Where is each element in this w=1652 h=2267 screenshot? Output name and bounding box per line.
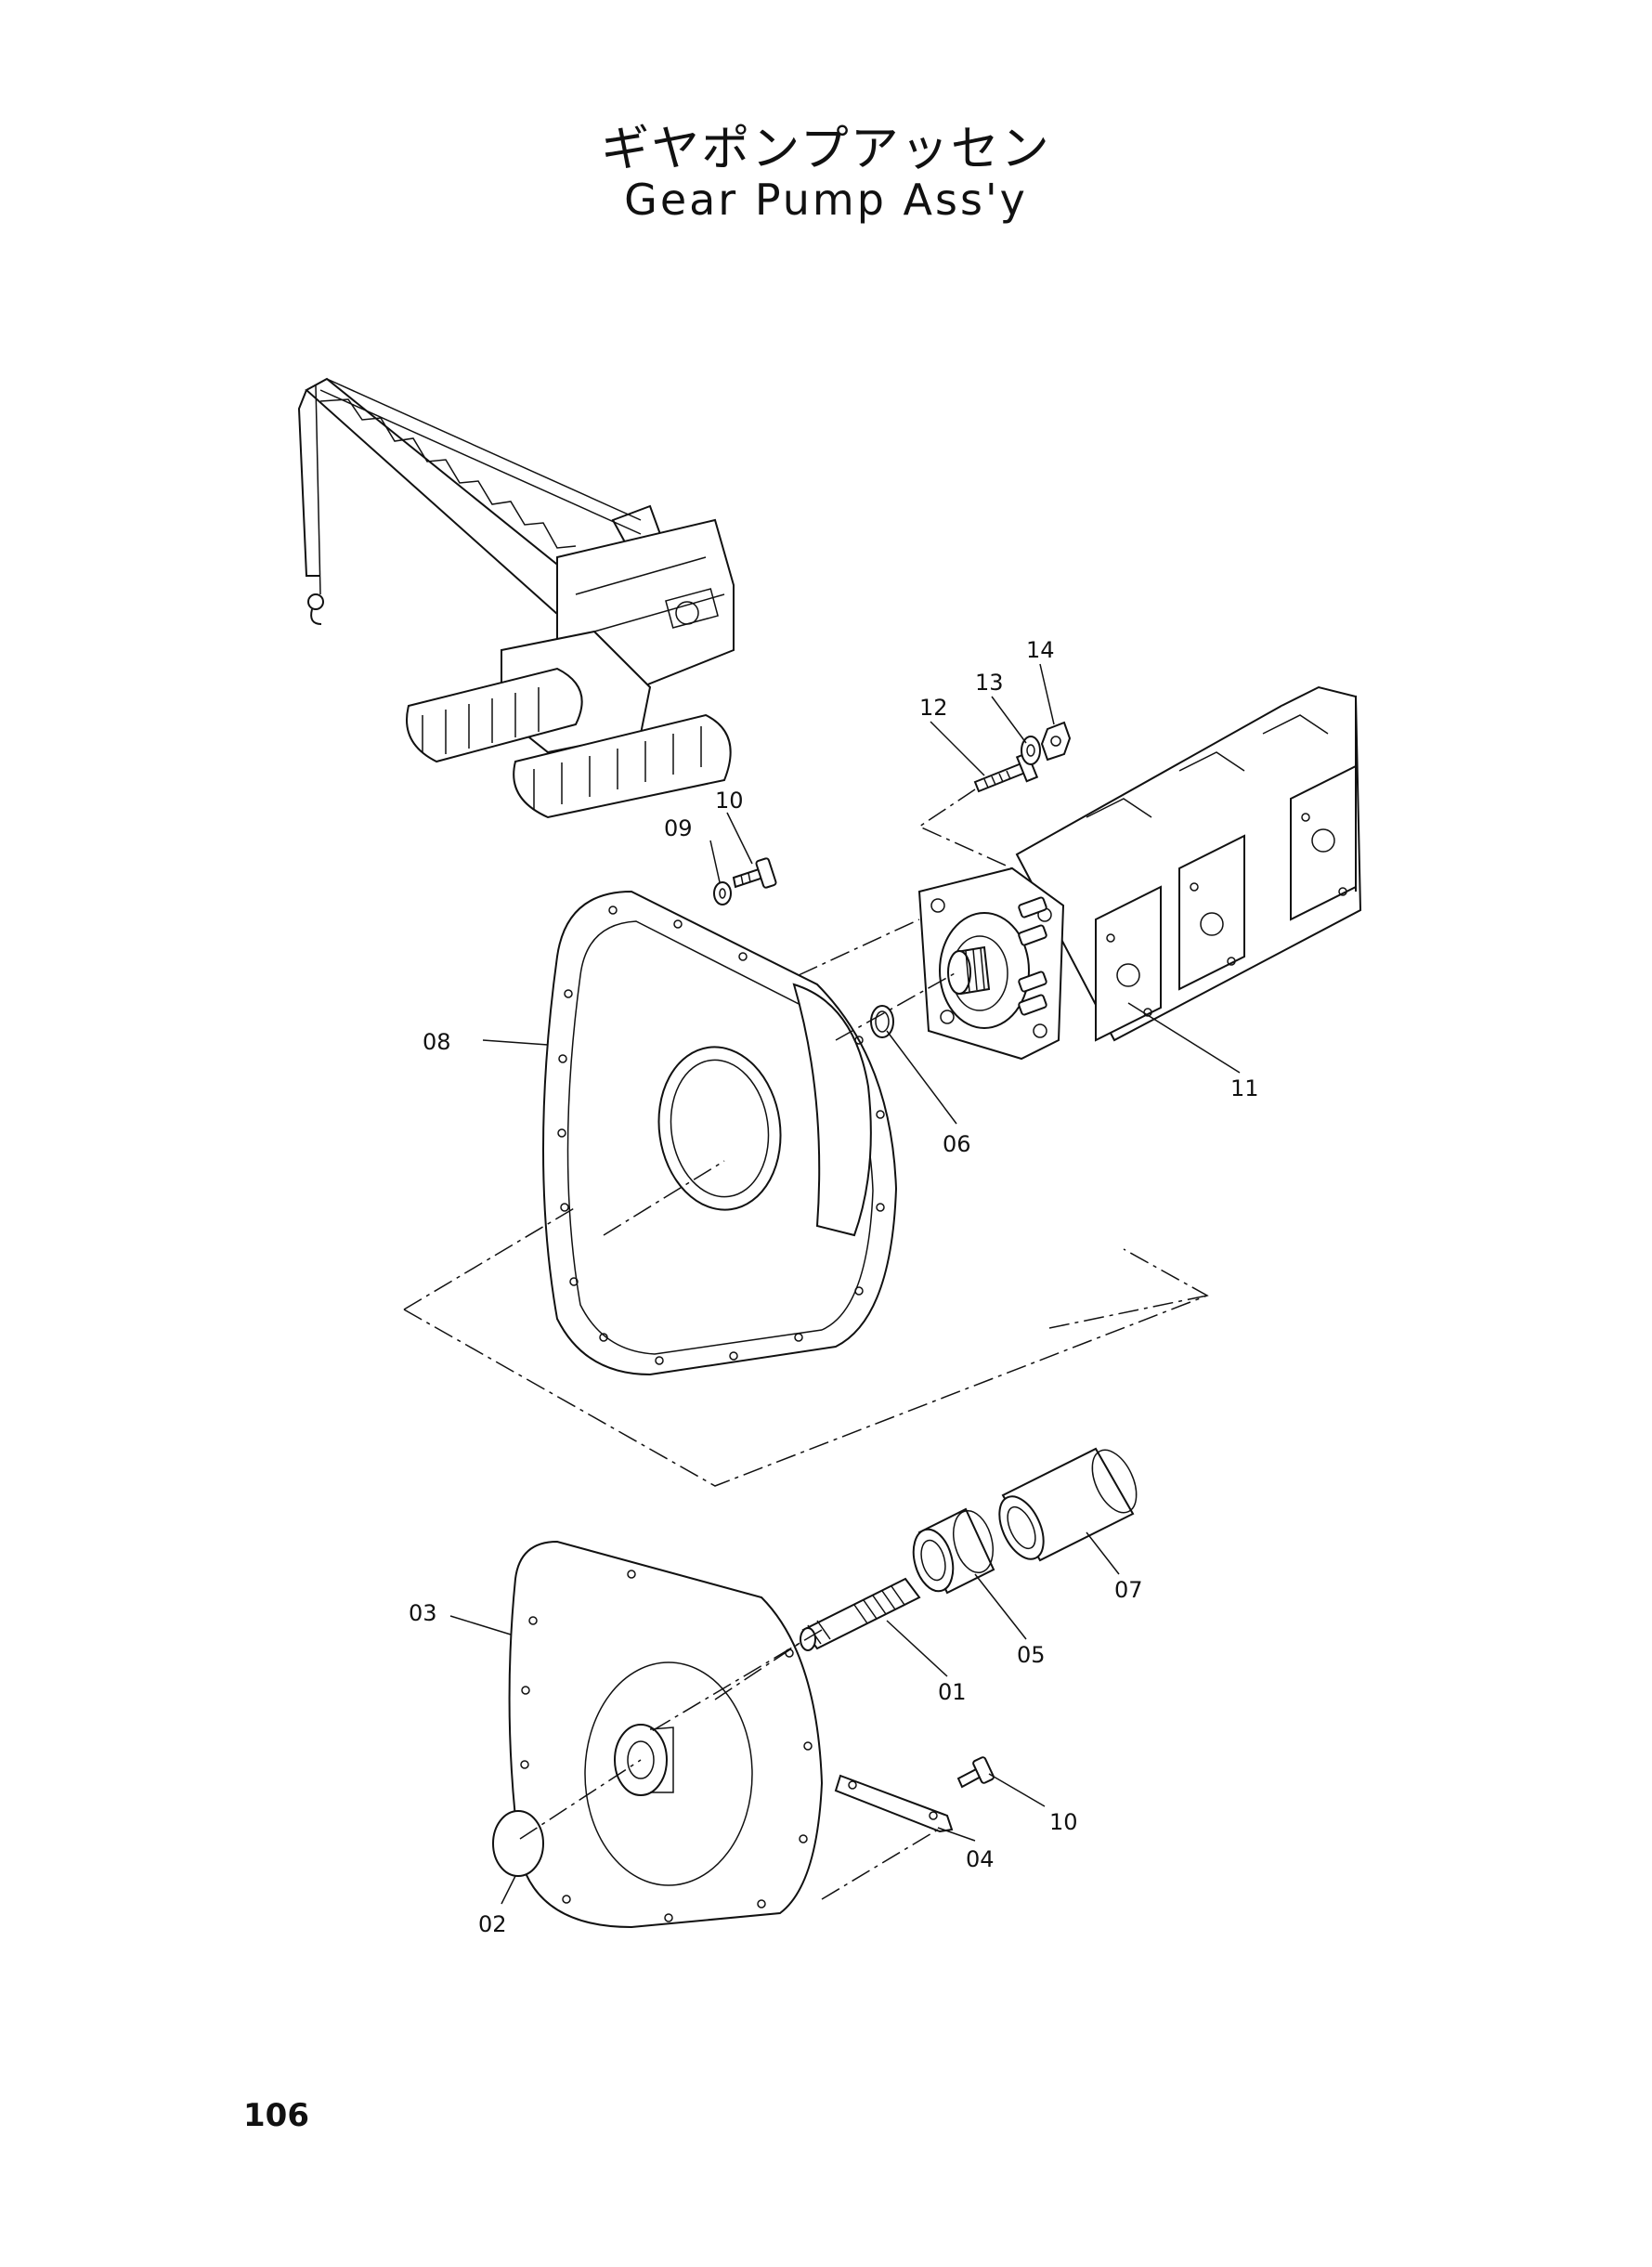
part-10-bolt-upper bbox=[732, 857, 777, 889]
page-title-english: Gear Pump Ass'y bbox=[624, 175, 1028, 225]
callout-08: 08 bbox=[423, 1029, 451, 1055]
part-11-gear-pump bbox=[917, 685, 1362, 1061]
callout-10-lower: 10 bbox=[1049, 1809, 1078, 1835]
callout-11: 11 bbox=[1230, 1075, 1259, 1101]
part-06-snap-ring bbox=[870, 1005, 894, 1038]
callout-01: 01 bbox=[938, 1679, 967, 1705]
callout-14: 14 bbox=[1026, 637, 1055, 663]
callout-10-upper: 10 bbox=[715, 788, 744, 814]
callout-13: 13 bbox=[975, 670, 1004, 696]
callout-07: 07 bbox=[1114, 1577, 1143, 1603]
part-05-bushing bbox=[912, 1507, 995, 1595]
part-04-plate bbox=[834, 1774, 954, 1833]
callout-06: 06 bbox=[943, 1131, 971, 1157]
part-07-sleeve bbox=[998, 1447, 1138, 1562]
page-title-japanese: ギヤポンプアッセン bbox=[601, 122, 1051, 177]
callout-03: 03 bbox=[409, 1600, 437, 1626]
part-03-coupling-plate bbox=[508, 1540, 824, 1929]
crane-illustration bbox=[297, 377, 735, 819]
part-14-nut bbox=[1040, 721, 1072, 762]
part-10-bolt-lower bbox=[956, 1756, 995, 1789]
part-09-washer bbox=[713, 881, 732, 905]
callout-labels: 12 13 14 10 09 08 06 11 03 01 05 07 10 0… bbox=[409, 637, 1259, 1937]
assembly-lines bbox=[403, 788, 1209, 1900]
callout-05: 05 bbox=[1017, 1642, 1046, 1668]
callout-02: 02 bbox=[478, 1911, 507, 1937]
callout-09: 09 bbox=[664, 815, 693, 841]
part-02-cap bbox=[492, 1810, 544, 1877]
part-01-stud bbox=[800, 1577, 921, 1651]
part-08-flywheel-housing bbox=[542, 890, 898, 1376]
leader-lines bbox=[449, 663, 1241, 1905]
page-number: 106 bbox=[243, 2097, 309, 2134]
callout-04: 04 bbox=[966, 1846, 995, 1872]
part-13-washer bbox=[1021, 736, 1041, 765]
callout-12: 12 bbox=[919, 695, 948, 721]
